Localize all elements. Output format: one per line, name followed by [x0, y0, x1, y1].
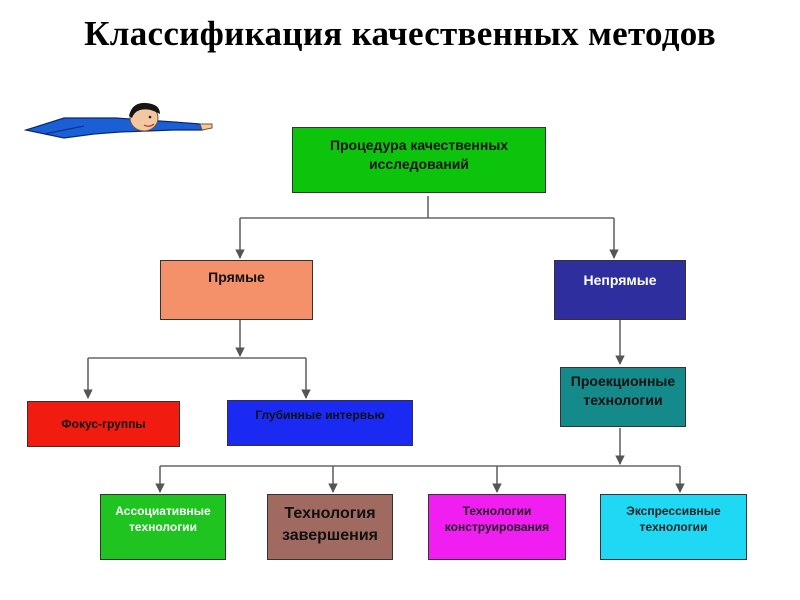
man-pointing-icon [24, 102, 213, 139]
node-root: Процедура качественных исследований [292, 127, 546, 193]
node-associative-label: Ассоциативные технологии [115, 504, 211, 535]
node-depth-interviews-label: Глубинные интервью [255, 408, 385, 422]
node-associative: Ассоциативные технологии [100, 494, 226, 560]
node-expressive-label: Экспрессивные технологии [626, 504, 721, 535]
page-title: Классификация качественных методов [84, 14, 716, 53]
node-depth-interviews: Глубинные интервью [227, 400, 413, 446]
node-focus-groups: Фокус-группы [27, 401, 180, 447]
node-indirect: Непрямые [554, 260, 686, 320]
node-direct: Прямые [160, 260, 313, 320]
node-completion: Технология завершения [267, 494, 393, 560]
node-root-label: Процедура качественных исследований [329, 137, 509, 172]
node-direct-label: Прямые [208, 269, 265, 285]
node-projective: Проекционные технологии [560, 367, 686, 427]
node-focus-groups-label: Фокус-группы [61, 417, 146, 431]
node-expressive: Экспрессивные технологии [600, 494, 747, 560]
node-completion-label: Технология завершения [281, 505, 378, 544]
node-construction: Технологии конструирования [428, 494, 566, 560]
node-construction-label: Технологии конструирования [444, 504, 550, 535]
node-projective-label: Проекционные технологии [570, 373, 676, 408]
node-indirect-label: Непрямые [583, 272, 657, 288]
